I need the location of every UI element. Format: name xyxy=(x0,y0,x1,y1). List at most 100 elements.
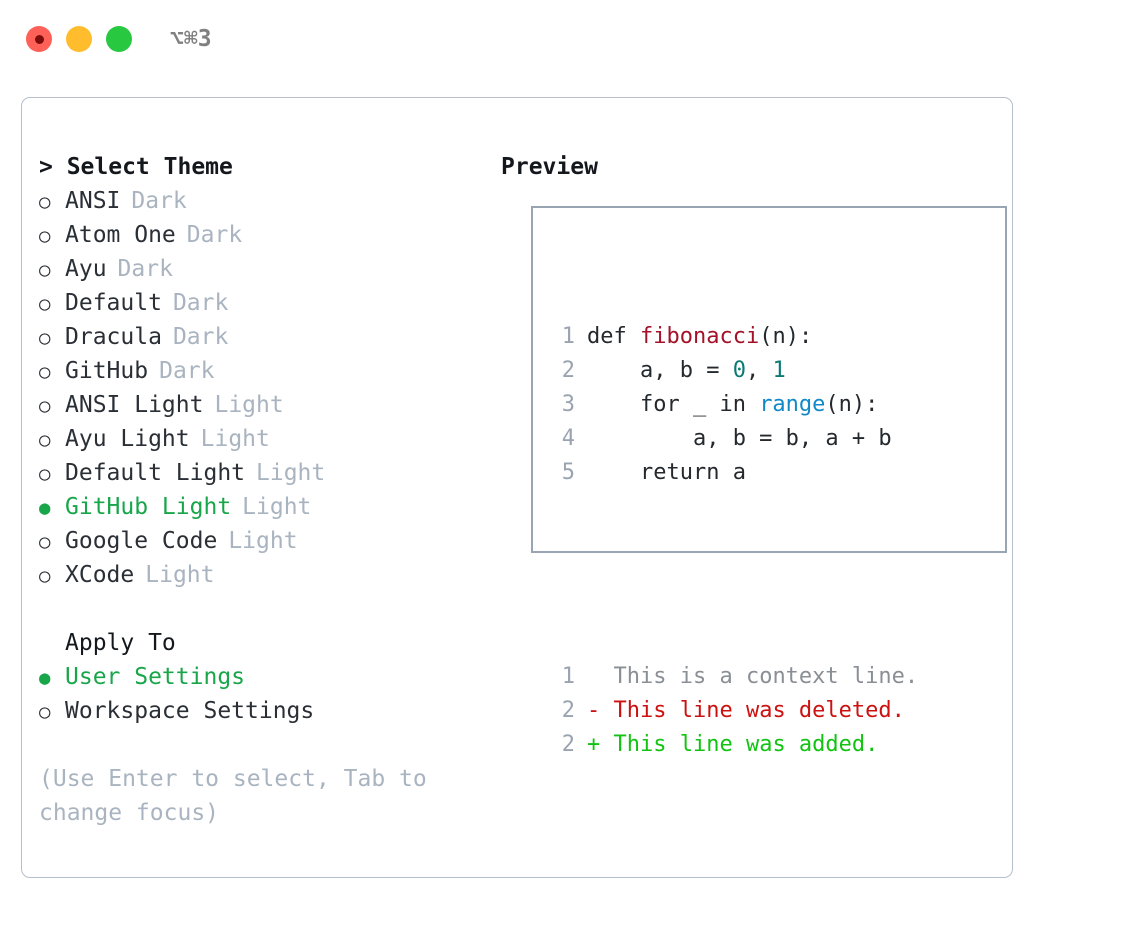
diff-line-del: 2 - This line was deleted. xyxy=(549,694,918,728)
minimize-button[interactable] xyxy=(66,26,92,52)
code-token: , xyxy=(745,358,773,383)
maximize-button[interactable] xyxy=(106,26,132,52)
line-number: 1 xyxy=(561,664,575,689)
radio-selected-icon: ● xyxy=(39,497,51,519)
line-number: 4 xyxy=(561,426,575,451)
line-number: 2 xyxy=(561,358,575,383)
diff-line-content: - This line was deleted. xyxy=(587,694,905,728)
diff-text: This line was added. xyxy=(613,732,879,757)
theme-item-label: XCode xyxy=(65,562,135,588)
line-number: 5 xyxy=(561,460,575,485)
code-token: a, b = xyxy=(587,358,733,383)
radio-unselected-icon: ○ xyxy=(39,429,51,451)
theme-item-label: Default xyxy=(65,290,162,316)
theme-item-tag: Dark xyxy=(159,358,215,384)
apply-to-option-user-settings[interactable]: ● User Settings xyxy=(39,660,479,694)
apply-to-option-workspace-settings[interactable]: ○Workspace Settings xyxy=(39,694,479,728)
theme-item-label: Google Code xyxy=(65,528,218,554)
theme-item-tag: Dark xyxy=(131,188,187,214)
theme-item-label: Atom One xyxy=(65,222,176,248)
theme-item-tag: Light xyxy=(200,426,270,452)
title-bar: ⌥⌘3 xyxy=(0,0,1140,78)
apply-to-list[interactable]: ● User Settings ○Workspace Settings xyxy=(39,660,479,728)
code-line-content: return a xyxy=(587,456,746,490)
theme-item-tag: Light xyxy=(242,494,312,520)
code-token: (n): xyxy=(759,324,813,349)
theme-item-label: ANSI Light xyxy=(65,392,204,418)
line-number: 1 xyxy=(561,324,575,349)
code-token: return a xyxy=(587,460,746,485)
theme-item-tag: Light xyxy=(214,392,284,418)
line-number: 2 xyxy=(561,732,575,757)
radio-unselected-icon: ○ xyxy=(39,565,51,587)
code-line-content: a, b = 0, 1 xyxy=(587,354,786,388)
diff-line-content: This is a context line. xyxy=(587,660,919,694)
code-token: 1 xyxy=(772,358,786,383)
theme-item-label: Ayu Light xyxy=(65,426,190,452)
diff-line-content: + This line was added. xyxy=(587,728,878,762)
diff-sample: 1 This is a context line. 2 - This line wa… xyxy=(549,660,918,762)
page-title: > Select Theme xyxy=(39,154,233,180)
theme-item-tag: Light xyxy=(256,460,326,486)
theme-item-tag: Light xyxy=(145,562,215,588)
diff-marker xyxy=(587,664,614,689)
theme-item-atom-one[interactable]: ○ Atom One Dark xyxy=(39,218,479,252)
close-button[interactable] xyxy=(26,26,52,52)
code-line: 5 return a xyxy=(549,456,918,490)
code-token: (n): xyxy=(825,392,879,417)
theme-item-tag: Dark xyxy=(186,222,243,248)
theme-item-label: GitHub xyxy=(65,358,149,384)
radio-unselected-icon: ○ xyxy=(39,191,51,213)
apply-to-option-label: Workspace Settings xyxy=(65,698,315,724)
code-token: for _ in xyxy=(587,392,760,417)
theme-item-default-light[interactable]: ○ Default Light Light xyxy=(39,456,479,490)
code-line: 1 def fibonacci(n): xyxy=(549,320,918,354)
apply-to-title: Apply To xyxy=(65,630,176,656)
code-line-content: a, b = b, a + b xyxy=(587,422,892,456)
code-line: 3 for _ in range(n): xyxy=(549,388,918,422)
line-number: 2 xyxy=(561,698,575,723)
theme-item-tag: Dark xyxy=(172,324,229,350)
code-line: 4 a, b = b, a + b xyxy=(549,422,918,456)
theme-item-label: Dracula xyxy=(65,324,162,350)
diff-marker: + xyxy=(587,732,614,757)
radio-unselected-icon: ○ xyxy=(39,531,51,553)
radio-unselected-icon: ○ xyxy=(39,293,51,315)
theme-item-xcode[interactable]: ○ XCode Light xyxy=(39,558,479,592)
radio-selected-icon: ● xyxy=(39,667,51,689)
theme-item-ayu-light[interactable]: ○ Ayu Light Light xyxy=(39,422,479,456)
theme-item-label: Ayu xyxy=(65,256,107,282)
theme-item-github[interactable]: ○ GitHub Dark xyxy=(39,354,479,388)
code-token: fibonacci xyxy=(639,324,760,349)
code-token: 0 xyxy=(732,358,746,383)
theme-item-label: Default Light xyxy=(65,460,246,486)
radio-unselected-icon: ○ xyxy=(39,225,51,247)
theme-item-tag: Dark xyxy=(117,256,173,282)
theme-item-tag: Light xyxy=(228,528,298,554)
radio-unselected-icon: ○ xyxy=(39,463,51,485)
theme-item-tag: Dark xyxy=(172,290,229,316)
theme-item-label: ANSI xyxy=(65,188,121,214)
theme-item-google-code[interactable]: ○ Google Code Light xyxy=(39,524,479,558)
theme-item-default[interactable]: ○ Default Dark xyxy=(39,286,479,320)
code-token: def xyxy=(587,324,640,349)
code-token: a, b = b, a + b xyxy=(587,426,892,451)
radio-unselected-icon: ○ xyxy=(39,361,51,383)
line-number: 3 xyxy=(561,392,575,417)
apply-to-option-label: User Settings xyxy=(65,664,246,690)
window-controls xyxy=(26,26,132,52)
theme-item-ansi[interactable]: ○ ANSI Dark xyxy=(39,184,479,218)
code-line: 2 a, b = 0, 1 xyxy=(549,354,918,388)
